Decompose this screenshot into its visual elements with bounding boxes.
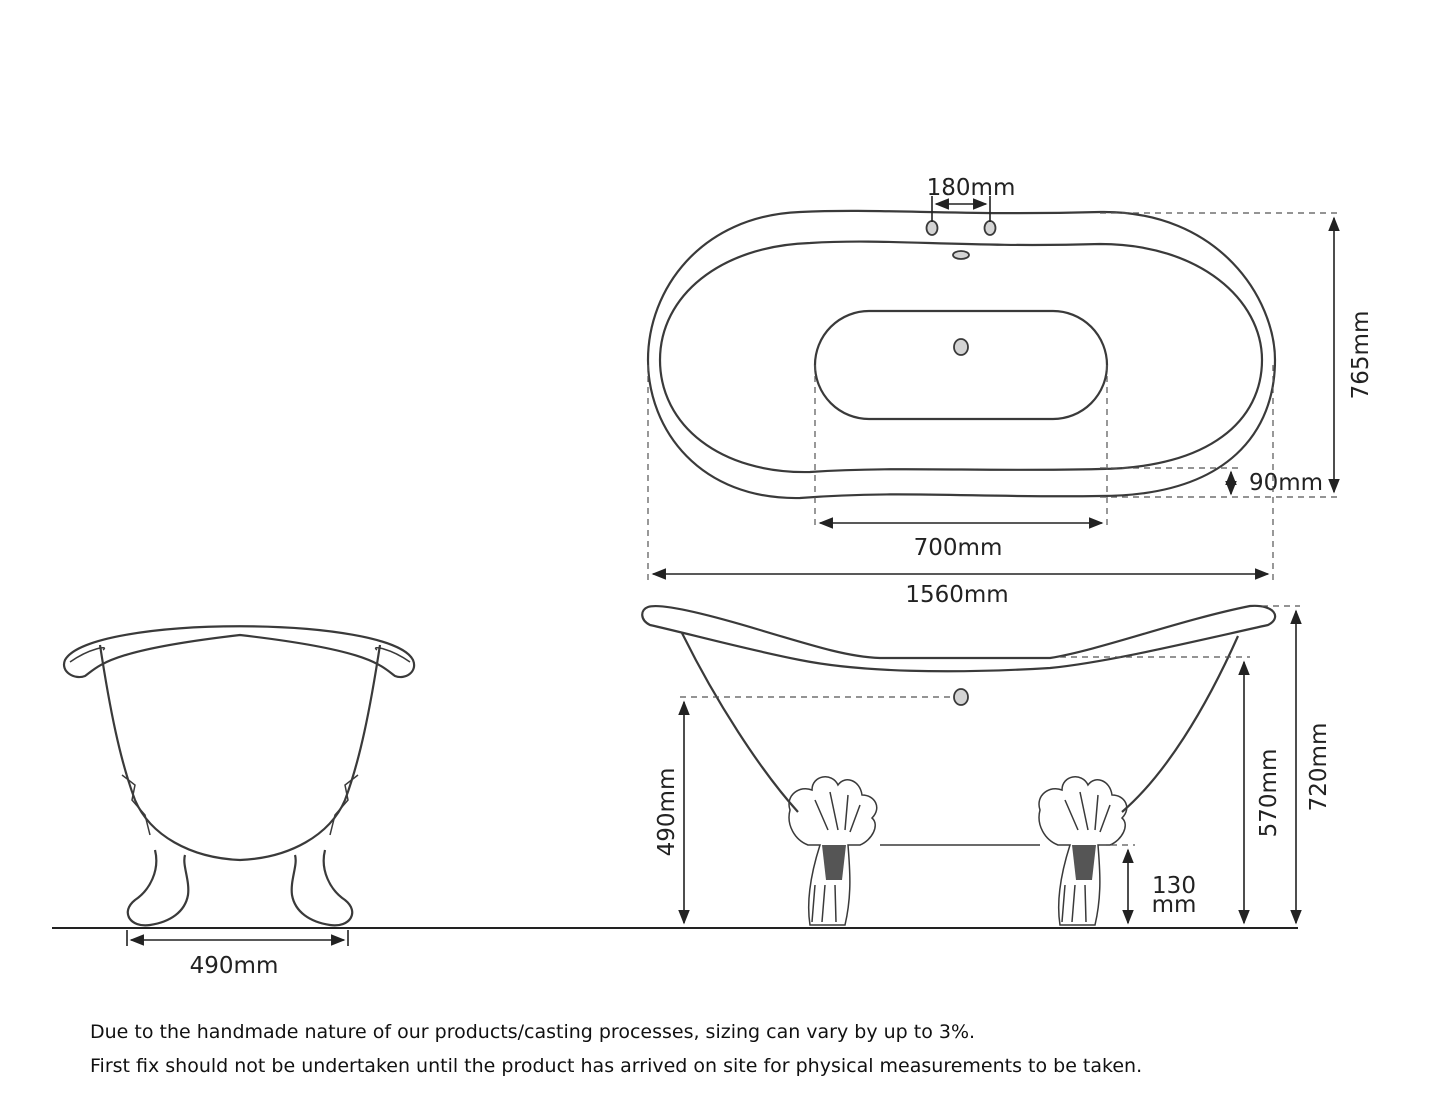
dim-overflow-height: 490mm [654,768,680,857]
side-view: 490mm 130 mm 570mm 720mm [52,604,1332,929]
dim-feet-spacing: 490mm [190,953,279,979]
top-view-inner-rim [658,240,1264,474]
tap-hole-right-icon [983,220,997,236]
claw-foot-right-icon [1038,776,1128,926]
plug-hole-icon [953,338,969,356]
end-view-rim [62,625,416,679]
dim-tap-spacing: 180mm [927,175,1016,201]
disclaimer-line-1: Due to the handmade nature of our produc… [90,1021,976,1043]
dim-overall-width: 765mm [1348,311,1374,400]
end-view: 490mm [62,625,416,979]
top-view-base [813,309,1109,421]
side-view-rim [641,604,1277,673]
overflow-icon [952,250,970,260]
side-view-body [681,632,799,813]
side-overflow-icon [953,688,969,706]
dim-base-clearance-unit: mm [1152,892,1197,918]
side-view-body-right [1121,635,1240,813]
top-view-outer-rim [646,209,1277,500]
end-foot-left-icon [126,849,190,927]
dim-base-length: 700mm [914,535,1003,561]
dim-overall-height: 720mm [1306,723,1332,812]
end-foot-right-icon [290,849,354,927]
disclaimer-line-2: First fix should not be undertaken until… [90,1055,1143,1077]
tap-hole-left-icon [925,220,939,236]
dim-overall-length: 1560mm [905,582,1008,608]
top-view: 180mm 765mm 90mm 700mm 1560mm [646,175,1374,608]
claw-foot-left-icon [788,776,878,926]
dim-inner-rim-height: 570mm [1256,749,1282,838]
dim-base-clearance-value: 130 [1152,873,1196,899]
dim-rim-width: 90mm [1249,470,1323,496]
